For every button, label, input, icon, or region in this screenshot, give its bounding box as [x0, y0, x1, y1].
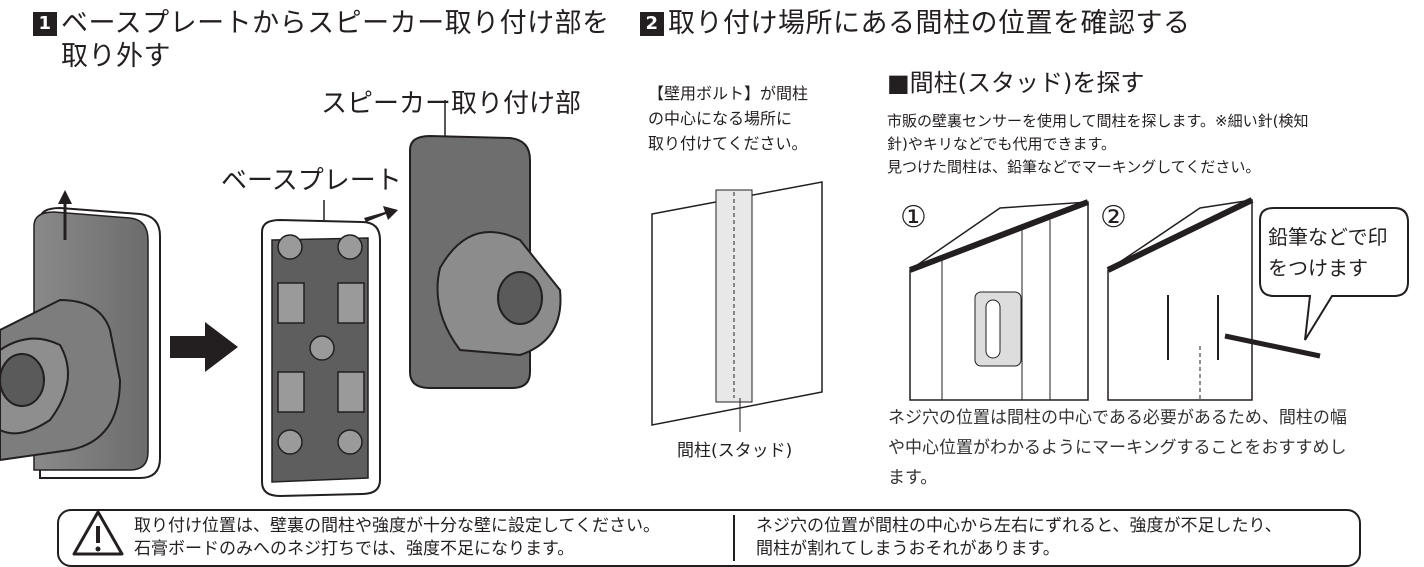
bolt-note-line: 取り付けてください。 — [648, 134, 808, 153]
balloon-text: 鉛筆などで印 をつけます — [1268, 222, 1388, 284]
instruction-line: 市販の壁裏センサーを使用して間柱を探します。※細い針(検知 — [887, 112, 1309, 130]
marking-step2-illustration — [1106, 197, 1321, 401]
warning-left-line: 取り付け位置は、壁裏の間柱や強度が十分な壁に設定してください。 — [134, 516, 660, 536]
bolt-note-line: の中心になる場所に — [648, 109, 793, 128]
step2-title-text: 取り付け場所にある間柱の位置を確認する — [668, 8, 1191, 39]
circle-number-1: ① — [900, 200, 927, 235]
speaker-mount-label: スピーカー取り付け部 — [321, 89, 582, 119]
bolt-note-line: 【壁用ボルト】が間柱 — [648, 84, 809, 103]
balloon-line: 鉛筆などで印 — [1268, 225, 1388, 249]
warning-triangle-icon — [72, 510, 124, 556]
circle-number-2: ② — [1100, 200, 1127, 235]
assembled-device-illustration — [0, 190, 161, 479]
step2-number-badge: 2 — [640, 12, 664, 36]
wall-stud-illustration — [651, 181, 823, 432]
base-plate-label: ベースプレート — [221, 166, 402, 196]
step1-title-line2: 取り外す — [61, 41, 171, 72]
instruction-line: 針)やキリなどでも代用できます。 — [887, 135, 1117, 153]
warning-left-line: 石膏ボードのみへのネジ打ちでは、強度不足になります。 — [134, 539, 575, 559]
stud-caption: 間柱(スタッド) — [677, 441, 793, 461]
explanation-line: や中心位置がわかるようにマーキングすることをおすすめし — [888, 438, 1347, 458]
bolt-position-note: 【壁用ボルト】が間柱 の中心になる場所に 取り付けてください。 — [648, 81, 808, 156]
explanation-line: ます。 — [888, 468, 938, 488]
warning-right-line: 間柱が割れてしまうおそれがあります。 — [756, 539, 1060, 559]
base-plate-illustration — [261, 200, 381, 498]
explanation: ネジ穴の位置は間柱の中心である必要があるため、間柱の幅 や中心位置がわかるように… — [888, 403, 1347, 493]
warning-divider — [733, 515, 735, 561]
warning-box — [57, 509, 1361, 567]
arrow-right-icon — [170, 322, 238, 372]
warning-right-line: ネジ穴の位置が間柱の中心から左右にずれると、強度が不足したり、 — [756, 516, 1282, 536]
step1-title-line1: ベースプレートからスピーカー取り付け部を — [61, 8, 610, 39]
speaker-mount-illustration — [409, 100, 562, 389]
instructions: 市販の壁裏センサーを使用して間柱を探します。※細い針(検知 針)やキリなどでも代… — [887, 110, 1308, 179]
warning-right: ネジ穴の位置が間柱の中心から左右にずれると、強度が不足したり、 間柱が割れてしま… — [756, 515, 1282, 561]
balloon-line: をつけます — [1268, 256, 1368, 280]
explanation-line: ネジ穴の位置は間柱の中心である必要があるため、間柱の幅 — [888, 408, 1347, 428]
speech-balloon — [1259, 207, 1409, 341]
step1-number-badge: 1 — [33, 12, 57, 36]
warning-left: 取り付け位置は、壁裏の間柱や強度が十分な壁に設定してください。 石膏ボードのみへ… — [134, 515, 660, 561]
section-heading: ■間柱(スタッド)を探す — [887, 69, 1145, 97]
arrow-up-right-icon — [364, 206, 398, 222]
instruction-line: 見つけた間柱は、鉛筆などでマーキングしてください。 — [887, 158, 1261, 176]
marking-step1-illustration — [908, 199, 1090, 401]
